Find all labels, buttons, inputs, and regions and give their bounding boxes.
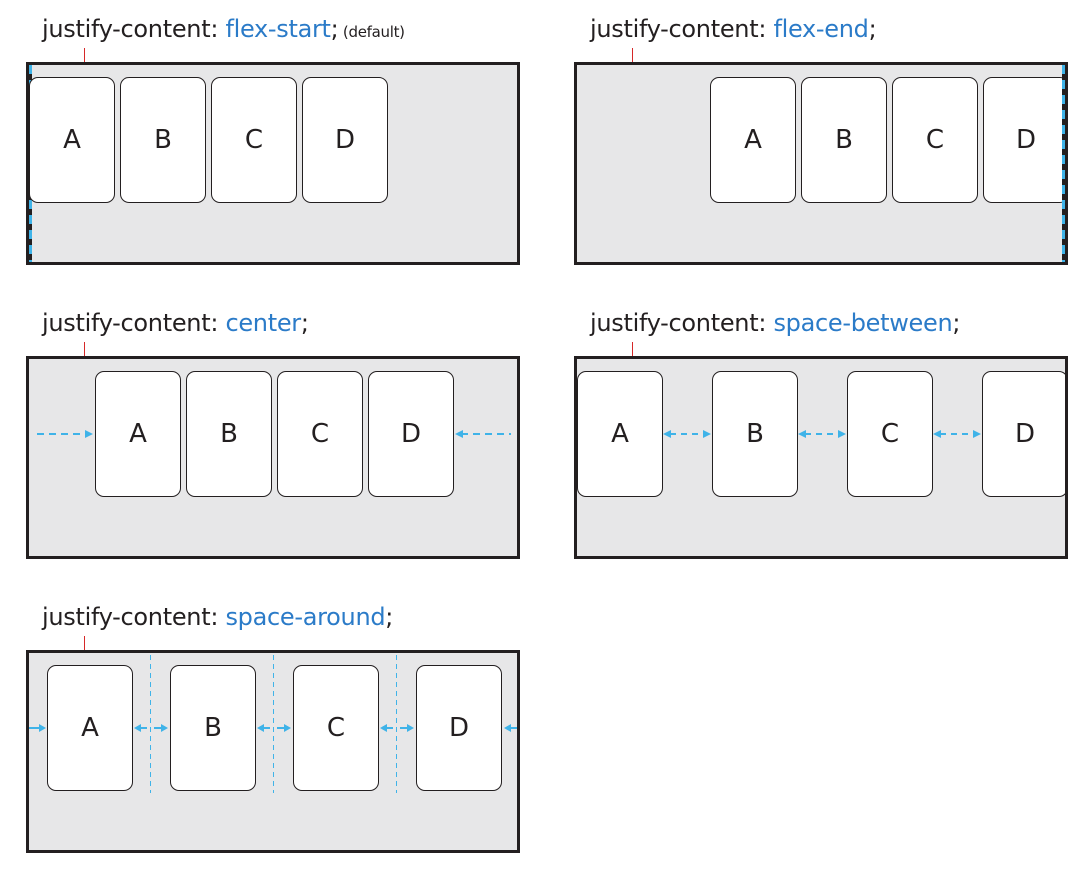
title-property: justify-content:	[42, 15, 226, 43]
title-property: justify-content:	[42, 603, 226, 631]
title-value: space-around	[225, 603, 386, 631]
flex-item-c: C	[892, 77, 978, 203]
flex-item-d: D	[302, 77, 388, 203]
main-end-edge	[1062, 65, 1065, 262]
flex-item-b: B	[801, 77, 887, 203]
panel-space-between: justify-content: space-between; A B C D	[574, 308, 1068, 559]
flex-container: A B C D	[26, 62, 520, 265]
flex-item-b: B	[120, 77, 206, 203]
flex-item-b: B	[170, 665, 256, 791]
flex-item-a: A	[29, 77, 115, 203]
gap-arrows	[663, 430, 981, 438]
title-property: justify-content:	[590, 309, 774, 337]
title-suffix: ;	[330, 15, 339, 43]
title-suffix: ;	[868, 15, 877, 43]
flex-item-d: D	[368, 371, 454, 497]
center-arrows	[37, 430, 511, 438]
title-suffix: ;	[300, 309, 309, 337]
gap-arrow-3	[933, 430, 981, 438]
start-marker	[84, 636, 85, 650]
start-marker	[84, 342, 85, 356]
panel-title: justify-content: center;	[42, 308, 309, 338]
flex-item-a: A	[577, 371, 663, 497]
flex-container: A B C D	[26, 650, 520, 853]
title-value: center	[225, 309, 301, 337]
flex-container: A B C D	[26, 356, 520, 559]
panel-title: justify-content: flex-start; (default)	[42, 14, 405, 47]
panel-flex-end: justify-content: flex-end; A B C D	[574, 14, 1068, 265]
start-marker	[84, 48, 85, 62]
title-value: flex-end	[773, 15, 869, 43]
panel-title: justify-content: space-around;	[42, 602, 393, 632]
flex-item-a: A	[710, 77, 796, 203]
panel-center: justify-content: center; A B C D	[26, 308, 520, 559]
gap-arrows	[134, 724, 414, 732]
title-value: flex-start	[225, 15, 331, 43]
panel-flex-start: justify-content: flex-start; (default) A…	[26, 14, 520, 265]
panel-space-around: justify-content: space-around; A B C D	[26, 602, 520, 853]
flex-container: A B C D	[574, 62, 1068, 265]
flex-item-d: D	[416, 665, 502, 791]
flex-item-d: D	[982, 371, 1065, 497]
left-arrow-head	[85, 430, 93, 438]
space-around-guides	[29, 655, 517, 793]
edge-arrow-left	[29, 724, 46, 732]
edge-arrow-right	[504, 724, 517, 732]
default-note: (default)	[338, 23, 405, 41]
title-suffix: ;	[952, 309, 961, 337]
title-property: justify-content:	[42, 309, 226, 337]
panel-title: justify-content: flex-end;	[590, 14, 877, 44]
title-suffix: ;	[385, 603, 394, 631]
flex-item-b: B	[712, 371, 798, 497]
gap-arrow-2	[798, 430, 846, 438]
start-marker	[632, 48, 633, 62]
flex-item-a: A	[47, 665, 133, 791]
flex-item-c: C	[277, 371, 363, 497]
start-marker	[632, 342, 633, 356]
flex-item-c: C	[293, 665, 379, 791]
flex-item-c: C	[847, 371, 933, 497]
right-arrow-head	[455, 430, 463, 438]
title-property: justify-content:	[590, 15, 774, 43]
flex-item-a: A	[95, 371, 181, 497]
flex-item-c: C	[211, 77, 297, 203]
gap-arrow-1	[663, 430, 711, 438]
flex-item-d: D	[983, 77, 1065, 203]
flex-item-b: B	[186, 371, 272, 497]
panel-title: justify-content: space-between;	[590, 308, 960, 338]
flex-container: A B C D	[574, 356, 1068, 559]
title-value: space-between	[773, 309, 953, 337]
